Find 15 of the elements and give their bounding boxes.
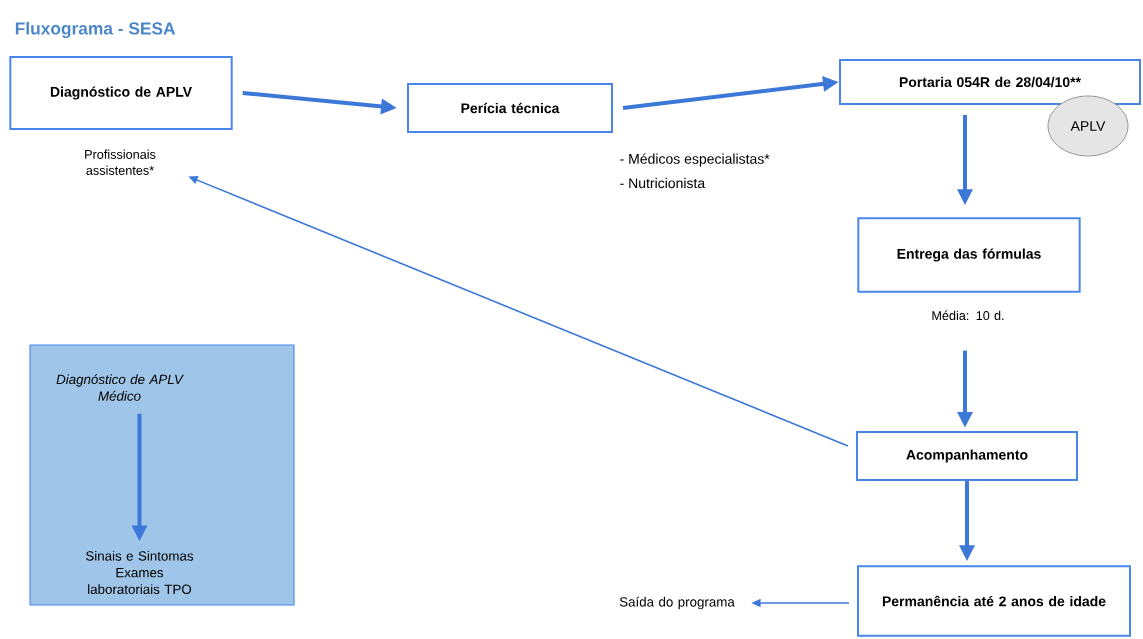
process-box: Acompanhamento [856,431,1078,481]
list-item: - Nutricionista [620,177,706,189]
caption-text: Média: 10 d. [932,310,1004,321]
process-box: Entrega das fórmulas [857,217,1081,293]
title: Fluxograma - SESA [15,21,176,39]
info-panel [29,344,295,606]
list-item: - Médicos especialistas* [620,153,770,167]
text-label: Sinais e Sintomas Exames laboratoriais TPO [86,550,194,594]
process-box: Permanência até 2 anos de idade [857,565,1131,637]
text-label: Diagnóstico de APLV Médico [56,374,184,401]
process-box: Diagnóstico de APLV [9,56,233,130]
text-label: Saída do programa [619,596,735,610]
process-box: Portaria 054R de 28/04/10** [839,59,1141,105]
process-box: Perícia técnica [407,83,613,133]
caption-text: Profissionais assistentes* [85,149,156,175]
